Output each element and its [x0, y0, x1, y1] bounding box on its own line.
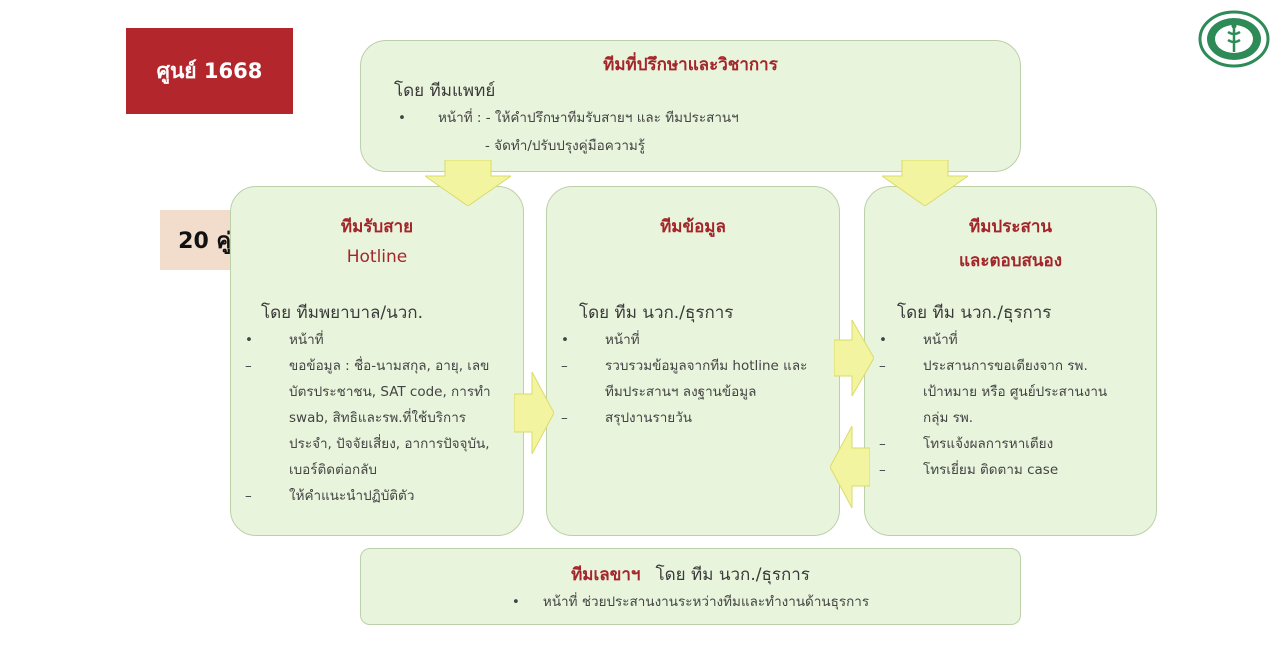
center-1668-label: ศูนย์ 1668 [126, 28, 293, 114]
data-team-by: โดย ทีม นวก./ธุรการ [579, 303, 734, 323]
secretary-team-by: โดย ทีม นวก./ธุรการ [655, 565, 810, 585]
hotline-team-by: โดย ทีมพยาบาล/นวก. [261, 303, 424, 323]
hotline-team-title: ทีมรับสาย [340, 217, 414, 237]
advisory-team-title: ทีมที่ปรึกษาและวิชาการ [603, 55, 778, 75]
coordination-team-title: ทีมประสาน [968, 217, 1052, 237]
advisory-team-by: โดย ทีมแพทย์ [394, 81, 496, 101]
list-item: ทีมประสานฯ ลงฐานข้อมูล [605, 384, 757, 400]
secretary-team-title: ทีมเลขาฯ [571, 565, 641, 585]
list-item: เป้าหมาย หรือ ศูนย์ประสานงาน [923, 384, 1108, 400]
hotline-duty-list: •หน้าที่ –ขอข้อมูล : ชื่อ-นามสกุล, อายุ,… [245, 327, 521, 509]
data-team-box: ทีมข้อมูล โดย ทีม นวก./ธุรการ •หน้าที่ –… [546, 186, 840, 536]
arrow-left-from-coordination-icon [830, 426, 870, 508]
coordination-team-title-line2: และตอบสนอง [958, 251, 1063, 271]
secretary-header: ทีมเลขาฯ โดย ทีม นวก./ธุรการ [361, 561, 1020, 588]
hotline-team-subtitle: Hotline [346, 247, 408, 267]
list-item: –โทรเยี่ยม ติดตาม case [879, 462, 1059, 478]
list-item: ประจำ, ปัจจัยเสี่ยง, อาการปัจจุบัน, [289, 436, 490, 452]
coordination-team-by: โดย ทีม นวก./ธุรการ [897, 303, 1052, 323]
arrow-down-right-icon [882, 160, 968, 206]
list-item: –ประสานการขอเตียงจาก รพ. [879, 358, 1088, 374]
list-item: –สรุปงานรายวัน [561, 410, 693, 426]
advisory-duty-line2: - จัดทำ/ปรับปรุงคู่มือความรู้ [485, 138, 646, 154]
list-item: •หน้าที่ [245, 332, 324, 348]
list-item: •หน้าที่ [561, 332, 640, 348]
list-item: –ให้คำแนะนำปฏิบัติตัว [245, 488, 415, 504]
list-item: กลุ่ม รพ. [923, 410, 974, 426]
advisory-duty-line1: หน้าที่ : - ให้คำปรึกษาทีมรับสายฯ และ ที… [438, 110, 739, 126]
advisory-team-box: ทีมที่ปรึกษาและวิชาการ โดย ทีมแพทย์ • หน… [360, 40, 1021, 172]
secretary-team-box: ทีมเลขาฯ โดย ทีม นวก./ธุรการ • หน้าที่ ช… [360, 548, 1021, 625]
arrow-down-left-icon [425, 160, 511, 206]
coordination-duty-list: •หน้าที่ –ประสานการขอเตียงจาก รพ. เป้าหม… [879, 327, 1155, 483]
advisory-bullet: • [398, 110, 406, 126]
arrow-right-hotline-to-data-icon [514, 372, 554, 454]
secretary-bullet: • [511, 594, 520, 610]
secretary-duty: หน้าที่ ช่วยประสานงานระหว่างทีมและทำงานด… [542, 594, 870, 610]
hotline-team-box: ทีมรับสาย Hotline โดย ทีมพยาบาล/นวก. •หน… [230, 186, 524, 536]
data-duty-list: •หน้าที่ –รวบรวมข้อมูลจากทีม hotline และ… [561, 327, 837, 431]
secretary-duty-row: • หน้าที่ ช่วยประสานงานระหว่างทีมและทำงา… [361, 589, 1020, 615]
list-item: เบอร์ติดต่อกลับ [289, 462, 377, 478]
coordination-team-box: ทีมประสาน และตอบสนอง โดย ทีม นวก./ธุรการ… [864, 186, 1157, 536]
list-item: บัตรประชาชน, SAT code, การทำ [289, 384, 491, 400]
data-team-title: ทีมข้อมูล [660, 217, 726, 237]
list-item: swab, สิทธิและรพ.ที่ใช้บริการ [289, 410, 467, 426]
ministry-seal-icon [1198, 10, 1270, 68]
list-item: –โทรแจ้งผลการหาเตียง [879, 436, 1054, 452]
list-item: –ขอข้อมูล : ชื่อ-นามสกุล, อายุ, เลข [245, 358, 490, 374]
arrow-right-to-coordination-icon [834, 320, 874, 396]
list-item: –รวบรวมข้อมูลจากทีม hotline และ [561, 358, 808, 374]
list-item: •หน้าที่ [879, 332, 958, 348]
